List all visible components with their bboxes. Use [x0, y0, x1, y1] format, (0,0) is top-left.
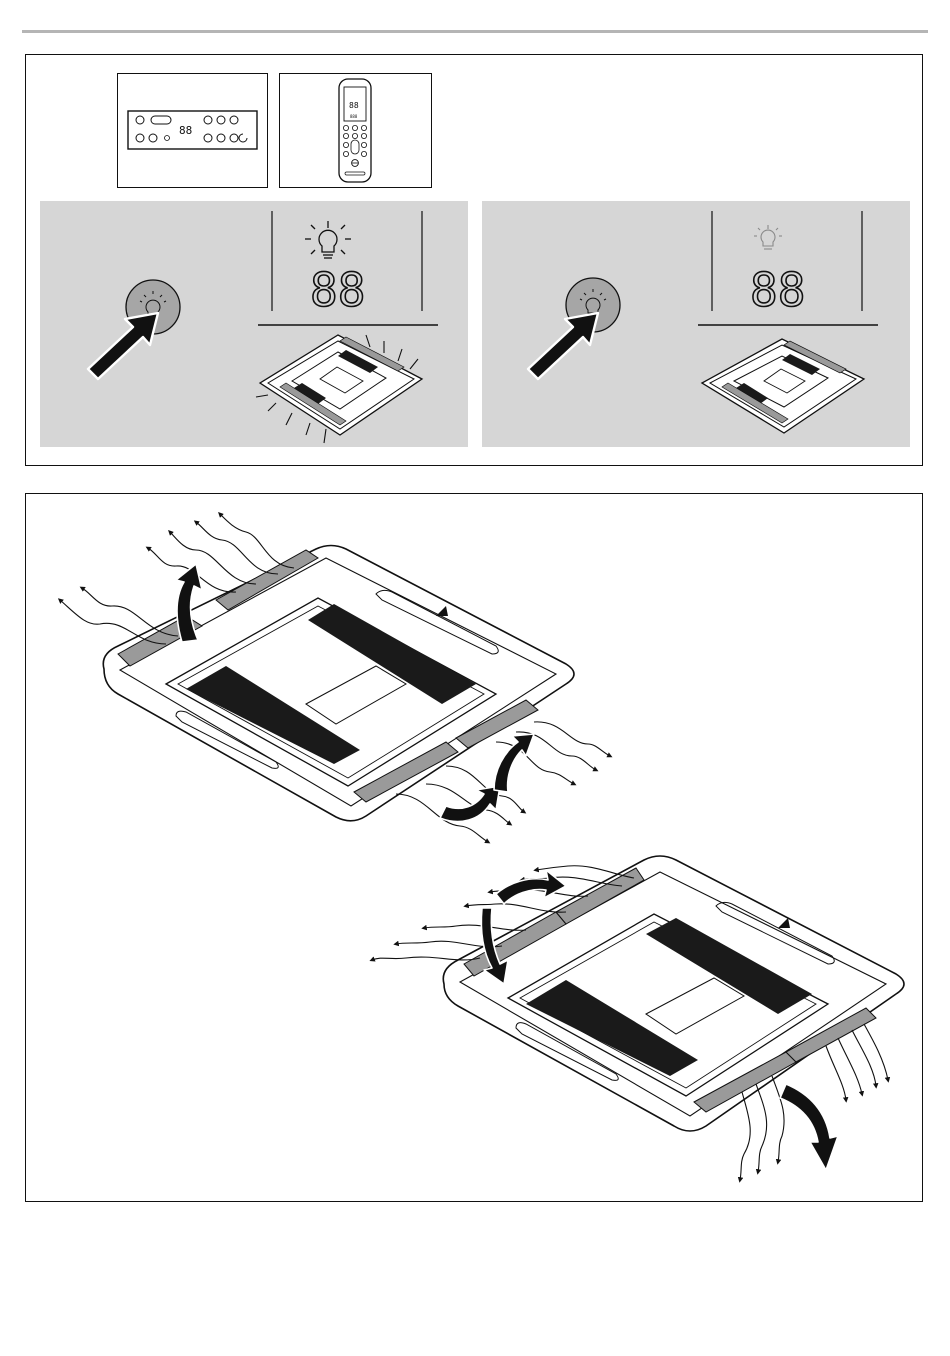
wired-display-digits: 88	[179, 124, 192, 137]
press-arrow-icon	[528, 313, 598, 379]
press-arrow-icon	[88, 313, 158, 379]
bulb-icon	[754, 225, 782, 249]
step-lamp-on: 88	[40, 201, 468, 447]
louver-airflow-panel	[25, 493, 923, 1202]
louver-swing-arrow-icon	[780, 1084, 838, 1170]
seven-segment-display: 88	[750, 263, 805, 317]
cassette-unit-icon	[256, 335, 422, 443]
step-lamp-off: 88	[482, 201, 910, 447]
cassette-unit-icon	[702, 339, 864, 433]
remote-controller-icon: 88 888	[280, 74, 431, 187]
wired-controller-icon: 88	[118, 74, 267, 187]
remote-display-small: 888	[350, 114, 358, 119]
wired-controller-thumbnail: 88	[117, 73, 268, 188]
remote-controller-thumbnail: 88 888	[279, 73, 432, 188]
lamp-instruction-panel: 88 88 888	[25, 54, 923, 466]
seven-segment-display: 88	[310, 263, 365, 317]
header-rule	[22, 30, 928, 33]
remote-display-digits: 88	[349, 101, 359, 110]
bulb-icon	[305, 221, 351, 258]
